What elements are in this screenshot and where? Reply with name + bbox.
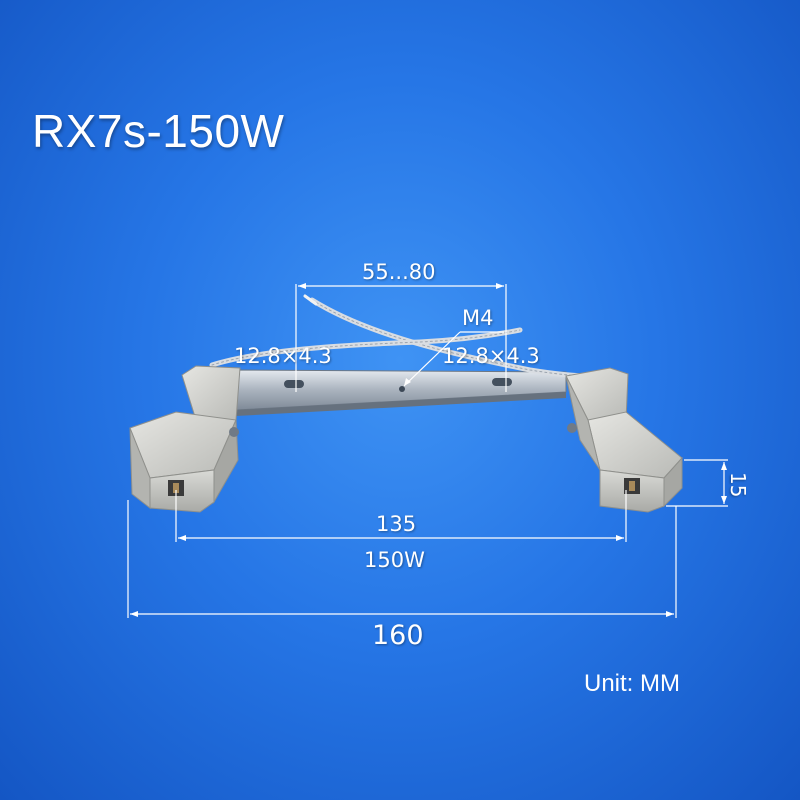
thread-hole	[399, 386, 405, 392]
unit-label: Unit: MM	[584, 670, 680, 697]
dim-mount-spacing: 55...80	[362, 260, 436, 284]
dimension-arrowheads	[130, 283, 727, 617]
dim-thread: M4	[462, 306, 494, 330]
ceramic-holder-right	[565, 367, 683, 513]
mounting-bracket	[235, 369, 567, 416]
dim-slot-right: 12.8×4.3	[442, 344, 540, 368]
dim-overall-length: 160	[372, 620, 424, 651]
product-title: RX7s-150W	[32, 105, 285, 157]
mount-slot-right	[492, 378, 512, 386]
mount-slot-left	[284, 380, 304, 388]
dim-slot-left: 12.8×4.3	[234, 344, 332, 368]
lead-wires	[209, 294, 593, 379]
ceramic-holder-left	[129, 365, 241, 513]
dim-inner-length: 135	[376, 512, 417, 536]
dim-wattage: 150W	[364, 548, 425, 572]
dim-height: 15	[726, 472, 750, 498]
